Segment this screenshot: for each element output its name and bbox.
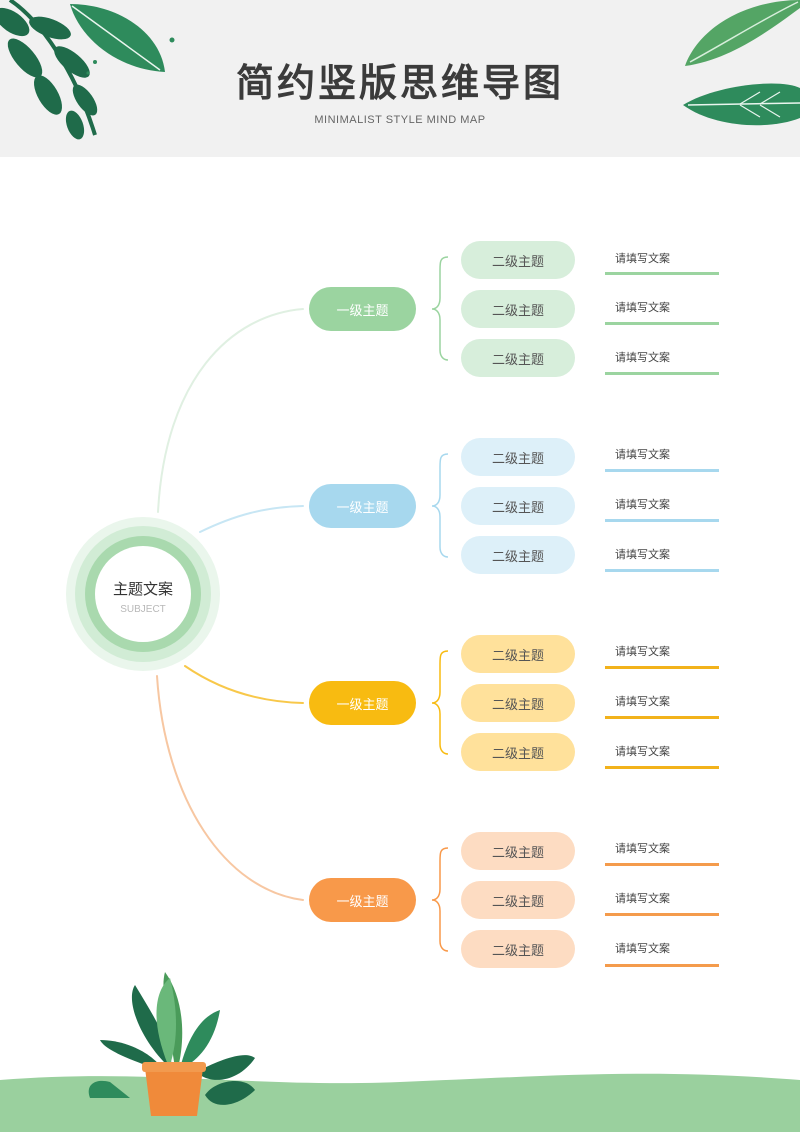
level2-node-4-2[interactable]: 二级主题 — [461, 881, 575, 919]
level1-node-3[interactable]: 一级主题 — [309, 681, 416, 725]
center-node — [66, 517, 220, 671]
connector-branch-1 — [157, 308, 304, 513]
note-3-3[interactable]: 请填写文案 — [605, 745, 719, 769]
level2-node-2-1[interactable]: 二级主题 — [461, 438, 575, 476]
level2-node-3-1[interactable]: 二级主题 — [461, 635, 575, 673]
level2-node-2-3[interactable]: 二级主题 — [461, 536, 575, 574]
brace-branch-3 — [431, 650, 449, 755]
page-subtitle: MINIMALIST STYLE MIND MAP — [314, 114, 486, 126]
level2-node-3-3[interactable]: 二级主题 — [461, 733, 575, 771]
center-topic-label[interactable]: 主题文案 — [112, 580, 173, 598]
note-1-2[interactable]: 请填写文案 — [605, 301, 719, 325]
level2-node-3-2[interactable]: 二级主题 — [461, 684, 575, 722]
header-banner: 简约竖版思维导图 MINIMALIST STYLE MIND MAP — [0, 0, 800, 157]
note-3-1[interactable]: 请填写文案 — [605, 645, 719, 669]
level1-node-2[interactable]: 一级主题 — [309, 484, 416, 528]
fern-leaf-icon — [0, 0, 98, 140]
leaf-icon — [685, 0, 800, 66]
brace-branch-2 — [431, 453, 449, 558]
level2-node-4-1[interactable]: 二级主题 — [461, 832, 575, 870]
level2-node-1-2[interactable]: 二级主题 — [461, 290, 575, 328]
connector-branch-3 — [184, 665, 304, 704]
brace-branch-4 — [431, 847, 449, 952]
connector-branch-2 — [199, 505, 304, 533]
connector-branch-4 — [156, 675, 304, 901]
level2-node-1-1[interactable]: 二级主题 — [461, 241, 575, 279]
level1-node-4[interactable]: 一级主题 — [309, 878, 416, 922]
note-2-1[interactable]: 请填写文案 — [605, 448, 719, 472]
brace-branch-1 — [431, 256, 449, 361]
level1-node-1[interactable]: 一级主题 — [309, 287, 416, 331]
leaf-icon — [683, 83, 800, 126]
center-topic-sub: SUBJECT — [120, 604, 166, 615]
level2-node-4-3[interactable]: 二级主题 — [461, 930, 575, 968]
note-4-1[interactable]: 请填写文案 — [605, 842, 719, 866]
potted-plant-icon — [88, 972, 255, 1116]
leaf-decoration-group — [0, 0, 800, 140]
page-title: 简约竖版思维导图 — [235, 60, 564, 105]
level2-node-2-2[interactable]: 二级主题 — [461, 487, 575, 525]
note-1-3[interactable]: 请填写文案 — [605, 351, 719, 375]
note-1-1[interactable]: 请填写文案 — [605, 252, 719, 275]
grass-ground — [0, 1073, 800, 1132]
note-3-2[interactable]: 请填写文案 — [605, 695, 719, 719]
note-4-2[interactable]: 请填写文案 — [605, 892, 719, 916]
level2-node-1-3[interactable]: 二级主题 — [461, 339, 575, 377]
note-2-3[interactable]: 请填写文案 — [605, 548, 719, 572]
note-4-3[interactable]: 请填写文案 — [605, 942, 719, 967]
leaf-icon — [70, 4, 175, 75]
note-2-2[interactable]: 请填写文案 — [605, 498, 719, 522]
